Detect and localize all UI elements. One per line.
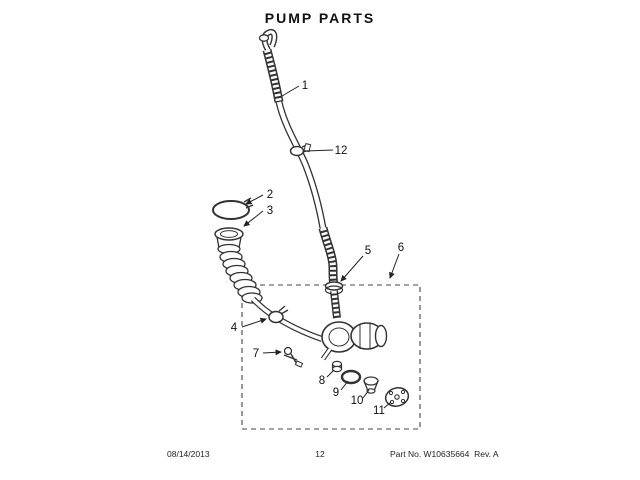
callout-6: 6 <box>389 242 404 279</box>
footer-part-number: Part No. W10635664 Rev. A <box>390 449 499 459</box>
callout-1: 1 <box>281 80 308 97</box>
retainer-ring <box>212 197 254 220</box>
hose-clamp-upper <box>289 142 312 157</box>
callout-label-8: 8 <box>319 375 325 387</box>
hose-hook-clip <box>258 34 270 42</box>
pump-inlet-hose <box>250 296 323 342</box>
callout-11: 11 <box>373 401 392 417</box>
seal <box>331 360 343 373</box>
callout-label-6: 6 <box>398 242 404 254</box>
callout-4: 4 <box>231 317 267 334</box>
callout-label-10: 10 <box>351 395 364 407</box>
callout-2: 2 <box>245 189 273 205</box>
callout-9: 9 <box>333 380 349 399</box>
callout-10: 10 <box>351 389 370 407</box>
footer-page-number: 12 <box>315 449 325 459</box>
callout-7: 7 <box>253 348 282 360</box>
page-title: PUMP PARTS <box>264 10 376 26</box>
drain-hose <box>258 28 339 287</box>
mounting-bracket <box>283 346 304 368</box>
callout-label-4: 4 <box>231 322 238 334</box>
chopper-plate <box>384 387 410 407</box>
drain-plug-assembly <box>214 227 263 304</box>
callout-label-11: 11 <box>373 405 385 417</box>
callout-12: 12 <box>305 145 348 157</box>
footer-date: 08/14/2013 <box>167 449 210 459</box>
callout-5: 5 <box>340 245 371 282</box>
callout-label-3: 3 <box>267 205 273 217</box>
hose-clamp-lower <box>268 305 289 324</box>
callout-label-9: 9 <box>333 387 339 399</box>
impeller <box>363 376 379 394</box>
callout-label-2: 2 <box>267 189 273 201</box>
callout-8: 8 <box>319 369 335 387</box>
callout-label-5: 5 <box>365 245 371 257</box>
pump-motor-assembly <box>320 290 388 361</box>
callout-label-1: 1 <box>302 80 308 92</box>
pump-assembly-boundary-box <box>241 284 421 430</box>
callout-label-12: 12 <box>335 145 348 157</box>
callout-3: 3 <box>243 205 273 227</box>
o-ring <box>340 369 362 385</box>
callout-label-7: 7 <box>253 348 259 360</box>
